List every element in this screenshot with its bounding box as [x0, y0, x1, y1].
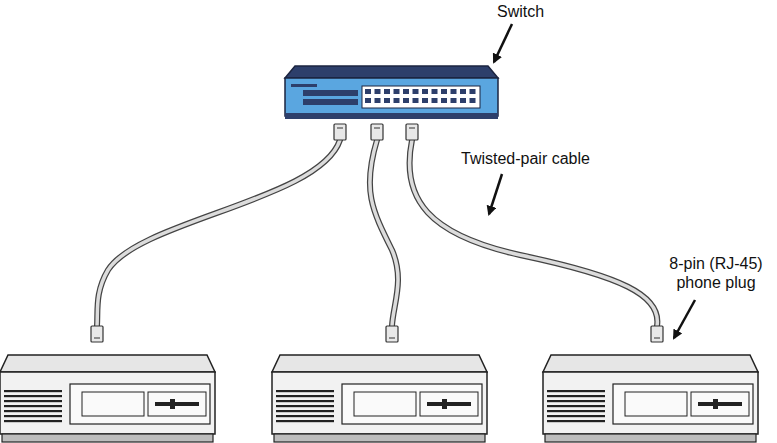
switch-port	[432, 98, 438, 103]
switch-port	[403, 98, 409, 103]
leader-arrows	[489, 24, 695, 338]
switch-port	[394, 89, 400, 94]
twisted-pair-cables	[97, 140, 657, 326]
switch-port	[413, 89, 419, 94]
switch-label: Switch	[497, 2, 567, 21]
switch-device	[285, 66, 498, 119]
switch-port	[403, 89, 409, 94]
plug-label: 8-pin (RJ-45) phone plug	[660, 254, 772, 292]
switch-port	[451, 89, 457, 94]
computer	[543, 355, 758, 442]
switch-port	[394, 98, 400, 103]
switch-port	[384, 98, 390, 103]
switch-port	[413, 98, 419, 103]
switch-port	[375, 89, 381, 94]
switch-port	[422, 98, 428, 103]
computer	[0, 355, 215, 442]
switch-port	[460, 89, 466, 94]
cable-label: Twisted-pair cable	[461, 149, 631, 168]
switch-port	[432, 89, 438, 94]
switch-port	[470, 89, 476, 94]
switch-port	[441, 89, 447, 94]
rj45-plugs	[91, 124, 663, 342]
switch-port	[365, 89, 371, 94]
computers	[0, 355, 758, 442]
switch-port	[384, 89, 390, 94]
computer	[272, 355, 487, 442]
switch-port	[365, 98, 371, 103]
switch-port	[375, 98, 381, 103]
switch-port	[451, 98, 457, 103]
switch-port	[470, 98, 476, 103]
switch-port	[422, 89, 428, 94]
switch-port	[460, 98, 466, 103]
switch-port	[441, 98, 447, 103]
